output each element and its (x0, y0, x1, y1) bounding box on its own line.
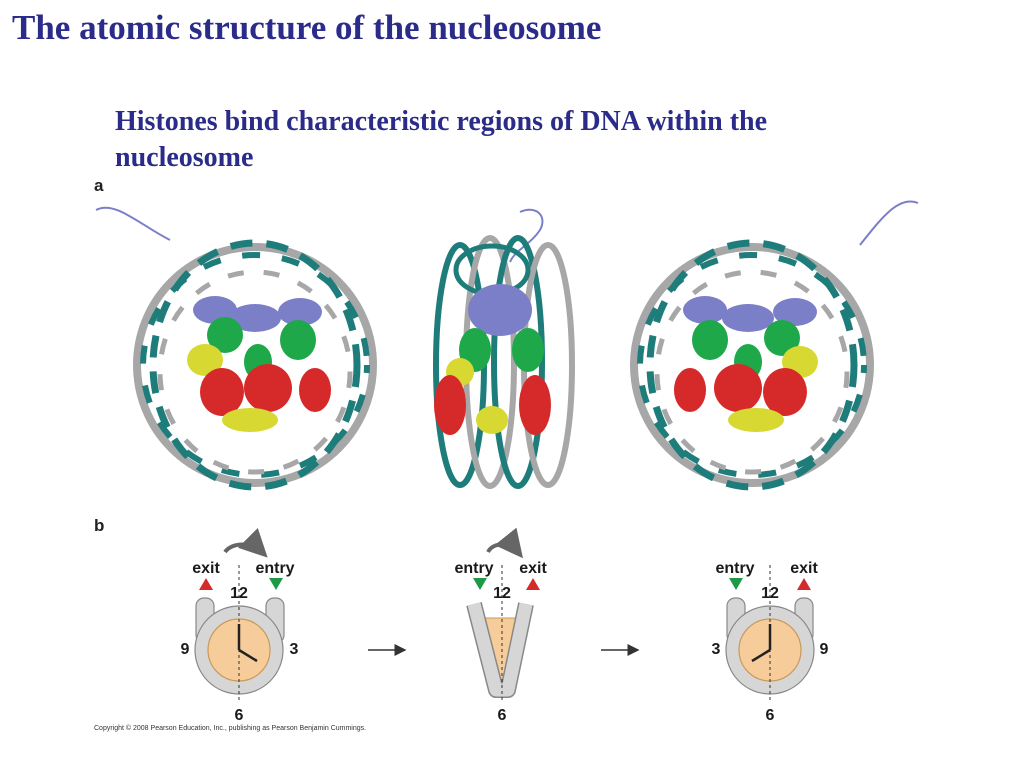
exit-arrow-icon (797, 578, 811, 590)
hour-label: 9 (820, 641, 829, 658)
structure-side-view (433, 208, 575, 489)
hour-label: 3 (712, 641, 721, 658)
exit-label: exit (790, 560, 818, 577)
hour-label: 12 (230, 585, 248, 602)
exit-label: exit (192, 560, 220, 577)
slide-subtitle: Histones bind characteristic regions of … (115, 106, 768, 173)
hour-label: 6 (766, 707, 775, 724)
structure-front-view (95, 206, 377, 491)
entry-label: entry (715, 560, 754, 577)
clock-diagram-1: exit entry 12 3 6 9 (181, 527, 299, 724)
entry-arrow-icon (473, 578, 487, 590)
hour-label: 6 (235, 707, 244, 724)
entry-label: entry (454, 560, 493, 577)
exit-arrow-icon (526, 578, 540, 590)
entry-label: entry (255, 560, 294, 577)
clock-diagram-2: entry exit 12 6 (454, 527, 547, 724)
copyright-notice: Copyright © 2008 Pearson Education, Inc.… (94, 725, 367, 732)
slide-title: The atomic structure of the nucleosome (12, 8, 602, 47)
structure-back-view (630, 200, 919, 491)
clock-diagram-3: entry exit 12 9 6 3 (712, 560, 829, 724)
hour-label: 3 (290, 641, 299, 658)
panel-b-label: b (94, 516, 105, 535)
hour-label: 9 (181, 641, 190, 658)
entry-arrow-icon (269, 578, 283, 590)
hour-label: 12 (493, 585, 511, 602)
panel-a-label: a (94, 176, 104, 195)
hour-label: 12 (761, 585, 779, 602)
entry-arrow-icon (729, 578, 743, 590)
exit-arrow-icon (199, 578, 213, 590)
hour-label: 6 (498, 707, 507, 724)
exit-label: exit (519, 560, 547, 577)
